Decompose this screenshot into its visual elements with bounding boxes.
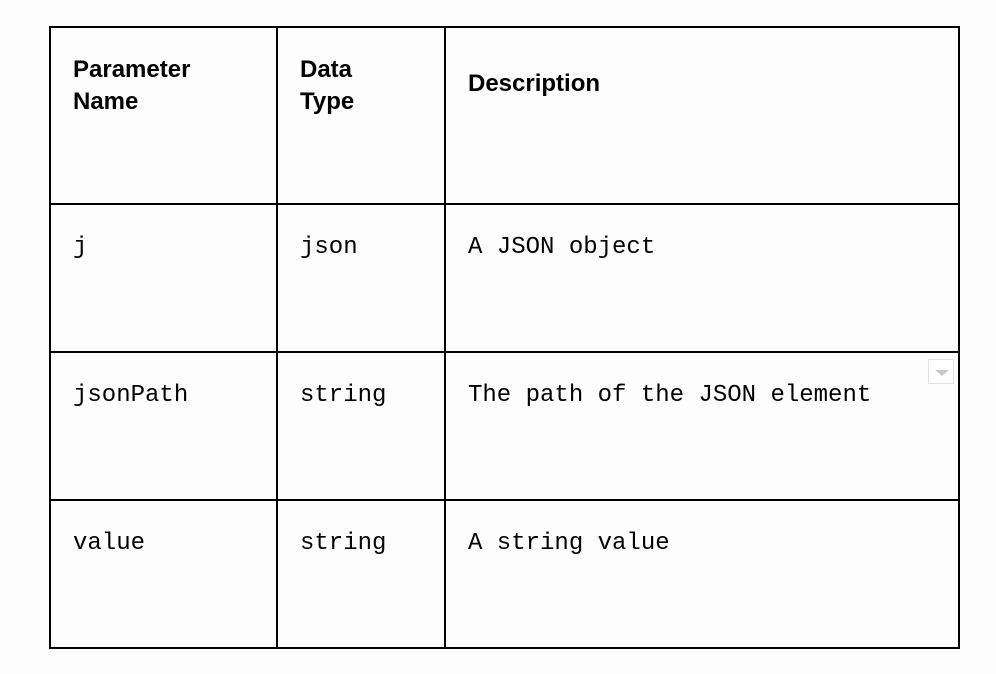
header-text: Parameter [73, 56, 191, 83]
cell-name: jsonPath [49, 351, 278, 501]
cell-description: A JSON object [444, 203, 960, 353]
header-text: Data [300, 56, 353, 83]
cell-description: The path of the JSON element [444, 351, 960, 501]
cell-name: value [49, 499, 278, 649]
header-description: Description [444, 26, 960, 205]
header-text: Name [73, 88, 139, 115]
table-row: jsonPath string The path of the JSON ele… [49, 351, 960, 501]
cell-type: string [276, 351, 446, 501]
chevron-down-icon[interactable] [928, 359, 954, 384]
table-row: j json A JSON object [49, 203, 960, 353]
cell-name: j [49, 203, 278, 353]
header-text: Description [468, 70, 601, 97]
header-text: Type [300, 88, 355, 115]
cell-type: json [276, 203, 446, 353]
table-row: value string A string value [49, 499, 960, 649]
cell-description: A string value [444, 499, 960, 649]
cell-type: string [276, 499, 446, 649]
